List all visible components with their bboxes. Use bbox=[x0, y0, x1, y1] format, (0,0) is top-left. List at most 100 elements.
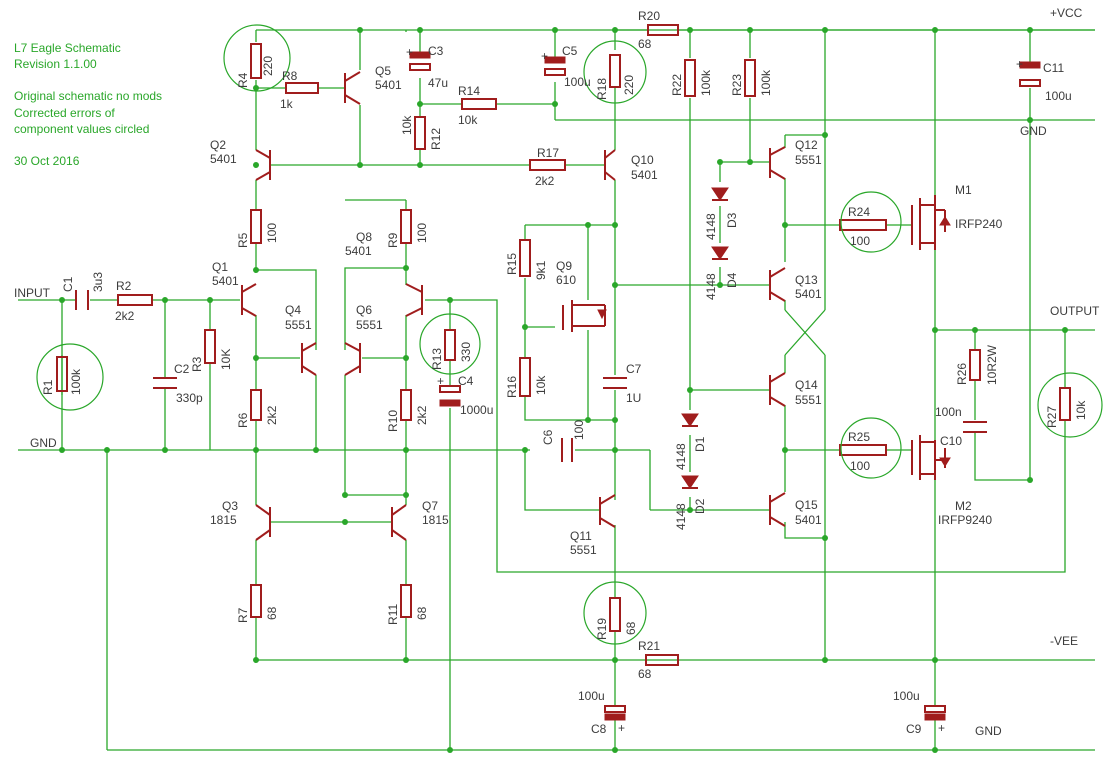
notes-block: L7 Eagle Schematic Revision 1.1.00 Origi… bbox=[14, 41, 162, 168]
q1-value: 5401 bbox=[212, 274, 239, 288]
resistor-r25 bbox=[839, 444, 887, 456]
capacitor-c10 bbox=[963, 421, 987, 433]
circle-r1 bbox=[36, 343, 104, 411]
q1-ref: Q1 bbox=[212, 260, 228, 274]
resistor-r12 bbox=[414, 116, 426, 150]
r1-value: 100k bbox=[69, 368, 83, 395]
r26-value: 10R2W bbox=[985, 344, 999, 385]
transistor-q3 bbox=[255, 504, 271, 541]
capacitor-c8: + bbox=[604, 705, 626, 735]
capacitor-c1 bbox=[75, 290, 89, 310]
circle-r25 bbox=[840, 417, 902, 479]
note-line-3: Original schematic no mods bbox=[14, 89, 162, 103]
q5-value: 5401 bbox=[375, 78, 402, 92]
r6-ref: R6 bbox=[236, 412, 250, 428]
transistor-q10 bbox=[604, 149, 616, 181]
m1-value: IRFP240 bbox=[955, 217, 1003, 231]
r19-ref: R19 bbox=[595, 618, 609, 640]
capacitor-c11: + bbox=[1016, 57, 1041, 87]
r3-value: 10K bbox=[219, 349, 233, 370]
capacitor-c9: + bbox=[924, 705, 946, 735]
c10-value: 100n bbox=[935, 405, 962, 419]
c1-value: 3u3 bbox=[91, 272, 105, 292]
r10-value: 2k2 bbox=[415, 405, 429, 425]
r22-value: 100k bbox=[699, 69, 713, 96]
q11-value: 5551 bbox=[570, 543, 597, 557]
c3-ref: C3 bbox=[428, 44, 444, 58]
r16-ref: R16 bbox=[505, 376, 519, 398]
c7-value: 1U bbox=[626, 391, 641, 405]
r18-ref: R18 bbox=[595, 78, 609, 100]
q12-ref: Q12 bbox=[795, 138, 818, 152]
svg-text:+: + bbox=[406, 45, 413, 59]
r10-ref: R10 bbox=[386, 410, 400, 432]
resistor-r5 bbox=[250, 209, 262, 244]
q10-ref: Q10 bbox=[631, 153, 654, 167]
q4-value: 5551 bbox=[285, 318, 312, 332]
r20-ref: R20 bbox=[638, 9, 660, 23]
mosfet-m1 bbox=[911, 195, 951, 250]
junctions bbox=[59, 27, 1068, 753]
c6-ref: C6 bbox=[541, 429, 555, 445]
note-line-6: 30 Oct 2016 bbox=[14, 154, 80, 168]
r6-value: 2k2 bbox=[265, 405, 279, 425]
d2-value: 4148 bbox=[674, 503, 688, 530]
r11-value: 68 bbox=[415, 606, 429, 620]
component-labels: R4 220 R8 1k R14 10k R12 10k R20 68 R18 … bbox=[41, 9, 1088, 736]
d4-ref: D4 bbox=[725, 272, 739, 288]
q6-value: 5551 bbox=[356, 318, 383, 332]
q15-value: 5401 bbox=[795, 513, 822, 527]
d1-value: 4148 bbox=[674, 443, 688, 470]
resistor-r19 bbox=[609, 597, 621, 632]
q4-ref: Q4 bbox=[285, 303, 301, 317]
capacitor-c7 bbox=[603, 377, 627, 389]
resistor-r8 bbox=[285, 82, 319, 94]
r3-ref: R3 bbox=[190, 356, 204, 372]
c11-ref: C11 bbox=[1043, 61, 1064, 75]
r15-ref: R15 bbox=[505, 253, 519, 275]
r19-value: 68 bbox=[624, 621, 638, 635]
r2-ref: R2 bbox=[116, 279, 132, 293]
q10-value: 5401 bbox=[631, 168, 658, 182]
r23-value: 100k bbox=[759, 69, 773, 96]
r17-value: 2k2 bbox=[535, 174, 555, 188]
transistor-q1 bbox=[241, 283, 257, 317]
net-vcc: +VCC bbox=[1050, 6, 1083, 20]
c11-value: 100u bbox=[1045, 89, 1072, 103]
transistor-q15 bbox=[769, 492, 786, 527]
transistor-q6 bbox=[344, 342, 361, 376]
resistor-r21 bbox=[645, 654, 679, 666]
d3-value: 4148 bbox=[704, 213, 718, 240]
m2-ref: M2 bbox=[955, 499, 972, 513]
circle-r18 bbox=[583, 40, 647, 104]
q9-ref: Q9 bbox=[556, 259, 572, 273]
transistor-q8 bbox=[405, 283, 423, 317]
c5-ref: C5 bbox=[562, 44, 578, 58]
q5-ref: Q5 bbox=[375, 64, 391, 78]
resistor-r23 bbox=[744, 59, 756, 97]
svg-text:+: + bbox=[938, 721, 945, 735]
q15-ref: Q15 bbox=[795, 498, 818, 512]
m1-ref: M1 bbox=[955, 183, 972, 197]
r23-ref: R23 bbox=[730, 74, 744, 96]
q13-value: 5401 bbox=[795, 287, 822, 301]
net-output: OUTPUT bbox=[1050, 304, 1100, 318]
wires bbox=[18, 29, 1095, 751]
c2-value: 330p bbox=[176, 391, 203, 405]
r12-ref: R12 bbox=[429, 128, 443, 150]
resistor-r13 bbox=[444, 329, 456, 361]
resistor-r9 bbox=[400, 209, 412, 244]
transistor-q2 bbox=[255, 149, 271, 181]
r7-ref: R7 bbox=[236, 607, 250, 623]
r11-ref: R11 bbox=[386, 604, 400, 625]
transistor-q4 bbox=[301, 342, 317, 376]
c7-ref: C7 bbox=[626, 362, 642, 376]
q6-ref: Q6 bbox=[356, 303, 372, 317]
r14-value: 10k bbox=[458, 113, 478, 127]
q13-ref: Q13 bbox=[795, 273, 818, 287]
transistor-q5 bbox=[344, 71, 361, 105]
circle-r24 bbox=[840, 191, 902, 253]
resistor-r7 bbox=[250, 584, 262, 618]
resistor-r27 bbox=[1059, 387, 1071, 421]
